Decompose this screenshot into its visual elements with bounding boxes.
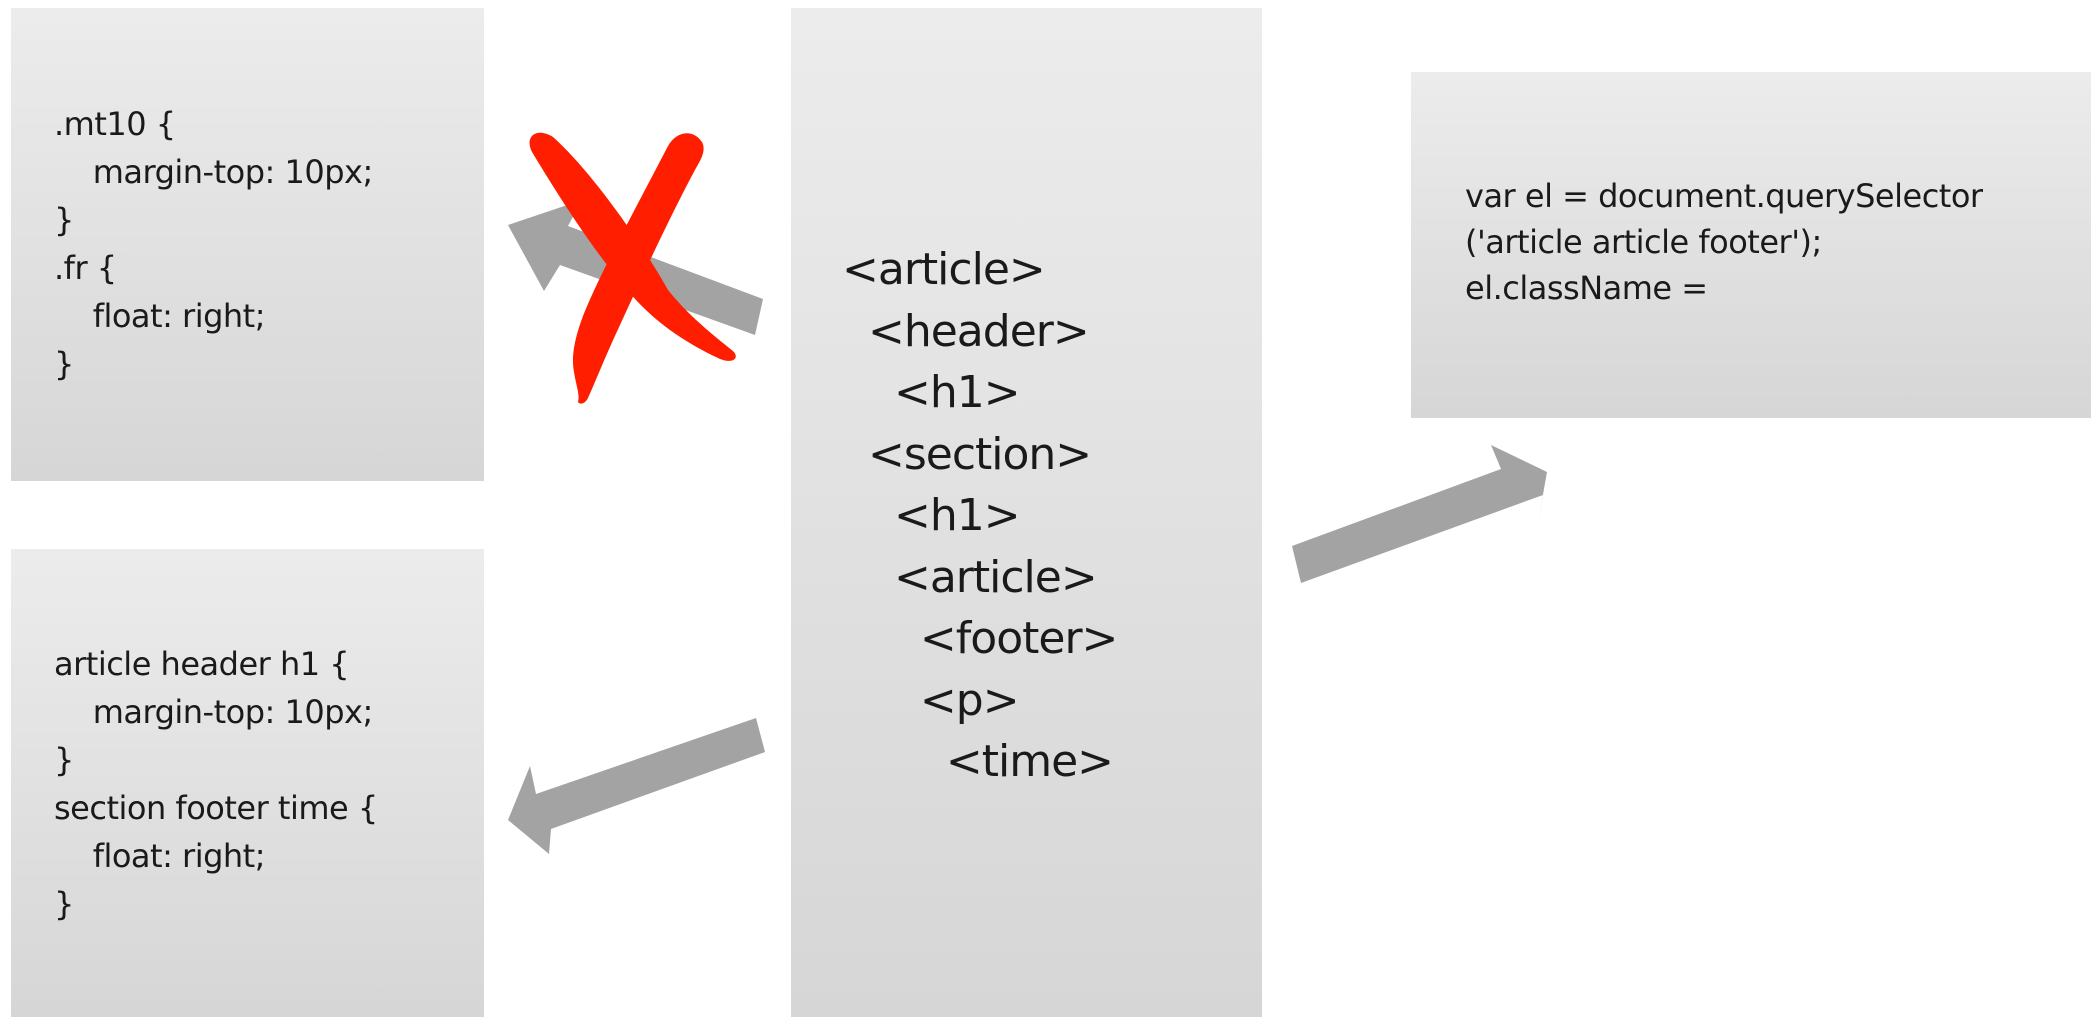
red-x-icon [529, 132, 736, 404]
html-tree-code-line: <p> [842, 674, 1020, 726]
css-utility-classes-code-line: margin-top: 10px; [54, 153, 374, 191]
css-descendant-selectors-code-line: section footer time { [54, 789, 378, 827]
css-utility-classes-code-line: .fr { [54, 249, 117, 287]
arrow-to-css-descendant-icon [508, 718, 765, 854]
css-utility-classes-code-line: float: right; [54, 297, 266, 335]
html-tree-code-line: <h1> [842, 490, 1021, 541]
html-tree-code-line: <time> [842, 736, 1114, 787]
css-descendant-selectors-code-line: } [54, 885, 74, 923]
css-descendant-selectors-code-line: article header h1 { [54, 645, 350, 683]
html-structure-panel [791, 8, 1262, 1017]
css-utility-classes-panel [11, 8, 484, 481]
javascript-code-line: ('article article footer'); [1465, 223, 1822, 261]
html-tree-code-line: <h1> [842, 367, 1021, 418]
html-tree-code-line: <article> [842, 551, 1098, 603]
javascript-code-line: el.className = [1465, 269, 1708, 307]
css-descendant-selectors-panel [11, 549, 484, 1017]
html-tree-code-line: <article> [842, 244, 1046, 295]
css-utility-classes-code-line: .mt10 { [54, 105, 176, 143]
javascript-panel [1411, 72, 2091, 418]
css-utility-classes-code: .mt10 { margin-top: 10px; } .fr { float:… [54, 100, 373, 388]
css-descendant-selectors-code-line: float: right; [54, 837, 266, 875]
html-tree-code: <article> <header> <h1> <section> <h1> <… [842, 239, 1119, 793]
css-utility-classes-code-line: } [54, 345, 74, 383]
css-utility-classes-code-line: } [54, 201, 74, 239]
css-descendant-selectors-code: article header h1 { margin-top: 10px; } … [54, 640, 378, 928]
javascript-code-line: var el = document.querySelector [1465, 177, 1983, 215]
css-descendant-selectors-code-line: margin-top: 10px; [54, 693, 374, 731]
arrow-to-javascript-icon [1292, 445, 1547, 583]
css-descendant-selectors-code-line: } [54, 741, 74, 779]
javascript-code: var el = document.querySelector ('articl… [1465, 173, 1983, 311]
html-tree-code-line: <header> [842, 305, 1090, 357]
html-tree-code-line: <section> [842, 428, 1092, 480]
html-tree-code-line: <footer> [842, 613, 1119, 664]
